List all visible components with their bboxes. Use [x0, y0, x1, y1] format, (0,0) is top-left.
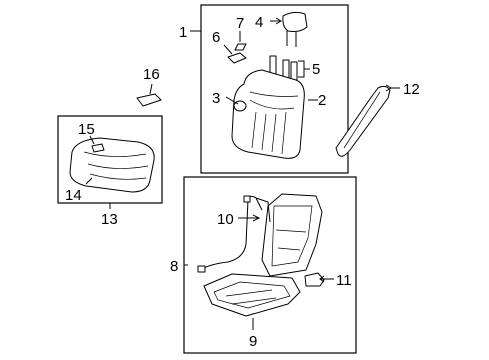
callout-7: 7	[236, 15, 244, 32]
side-cover	[335, 85, 391, 157]
callout-11: 11	[336, 272, 352, 289]
seat-frame	[203, 193, 323, 317]
callouts: 1 2 3 4 5 6 7 8 9 10 11 12 13 14 15 16	[65, 14, 420, 350]
leader-lines	[85, 17, 400, 330]
callout-12: 12	[403, 81, 420, 98]
latch-cover	[304, 272, 325, 287]
seatback-group-box	[200, 4, 349, 174]
callout-13: 13	[101, 211, 118, 228]
trim-pad	[136, 93, 162, 107]
callout-14: 14	[65, 187, 82, 204]
callout-9: 9	[249, 333, 257, 350]
callout-3: 3	[212, 90, 220, 107]
headrest	[282, 11, 308, 47]
callout-5: 5	[312, 61, 320, 78]
callout-2: 2	[318, 92, 326, 109]
callout-15: 15	[78, 121, 95, 138]
callout-4: 4	[255, 14, 263, 31]
seat-cushion	[69, 137, 155, 193]
callout-6: 6	[212, 29, 220, 46]
wiring-harness	[197, 195, 271, 273]
callout-8: 8	[170, 258, 178, 275]
bezel	[227, 52, 247, 64]
callout-16: 16	[143, 66, 160, 83]
callout-1: 1	[179, 24, 187, 41]
guide-clip	[234, 43, 247, 51]
callout-10: 10	[217, 211, 234, 228]
seatback-assembly	[231, 69, 305, 159]
